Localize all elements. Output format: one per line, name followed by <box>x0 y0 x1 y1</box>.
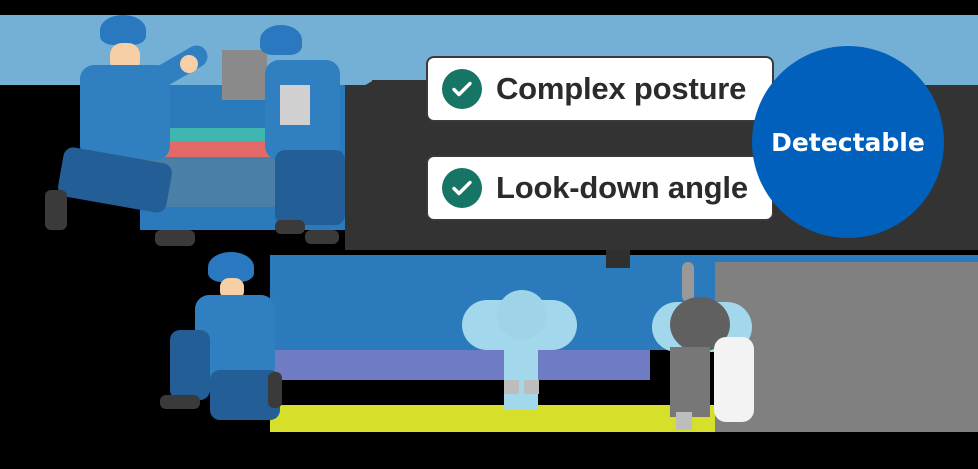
check-circle-icon <box>442 168 482 208</box>
label-text: Look-down angle <box>496 170 748 205</box>
background-band-yellow <box>270 405 720 432</box>
pointer-arrow-head-icon <box>350 80 374 108</box>
detectable-text: Detectable <box>771 127 925 157</box>
arm <box>682 262 694 302</box>
check-circle-icon <box>442 69 482 109</box>
worker-top-view-grey-illustration <box>652 262 762 432</box>
clipboard-icon <box>280 85 310 125</box>
legs <box>504 345 538 410</box>
shoe <box>45 190 67 230</box>
shoe <box>160 395 200 409</box>
shoe <box>504 380 519 394</box>
label-look-down-angle: Look-down angle <box>426 155 774 221</box>
background-band-purple <box>270 350 650 380</box>
cap-icon <box>260 25 302 55</box>
cap-icon <box>100 15 146 45</box>
shoe <box>524 380 539 394</box>
tablet-icon <box>222 50 267 100</box>
pointer-arrow-stem <box>372 80 432 250</box>
worker-tablet-illustration <box>220 25 350 245</box>
arm <box>714 337 754 422</box>
head <box>497 290 547 340</box>
shoe <box>275 220 305 234</box>
legs <box>670 347 710 417</box>
worker-running-illustration <box>40 15 212 255</box>
legs <box>275 150 345 225</box>
head <box>220 278 244 300</box>
shoe <box>676 412 692 430</box>
background-stripe-teal <box>142 128 290 141</box>
leg <box>170 330 210 400</box>
shoe <box>268 372 282 408</box>
label-complex-posture: Complex posture <box>426 56 774 122</box>
worker-top-view-light-illustration <box>462 285 577 415</box>
cap-icon <box>208 252 254 282</box>
shoe <box>305 230 339 244</box>
worker-kneeling-illustration <box>160 250 290 430</box>
detectable-badge: Detectable <box>752 46 944 238</box>
label-text: Complex posture <box>496 71 747 106</box>
pointer-arrow-down-icon <box>606 250 630 268</box>
background-stripe-red <box>142 141 290 157</box>
background-band-grey <box>715 262 978 432</box>
hand <box>180 55 198 73</box>
shoe <box>155 230 195 246</box>
